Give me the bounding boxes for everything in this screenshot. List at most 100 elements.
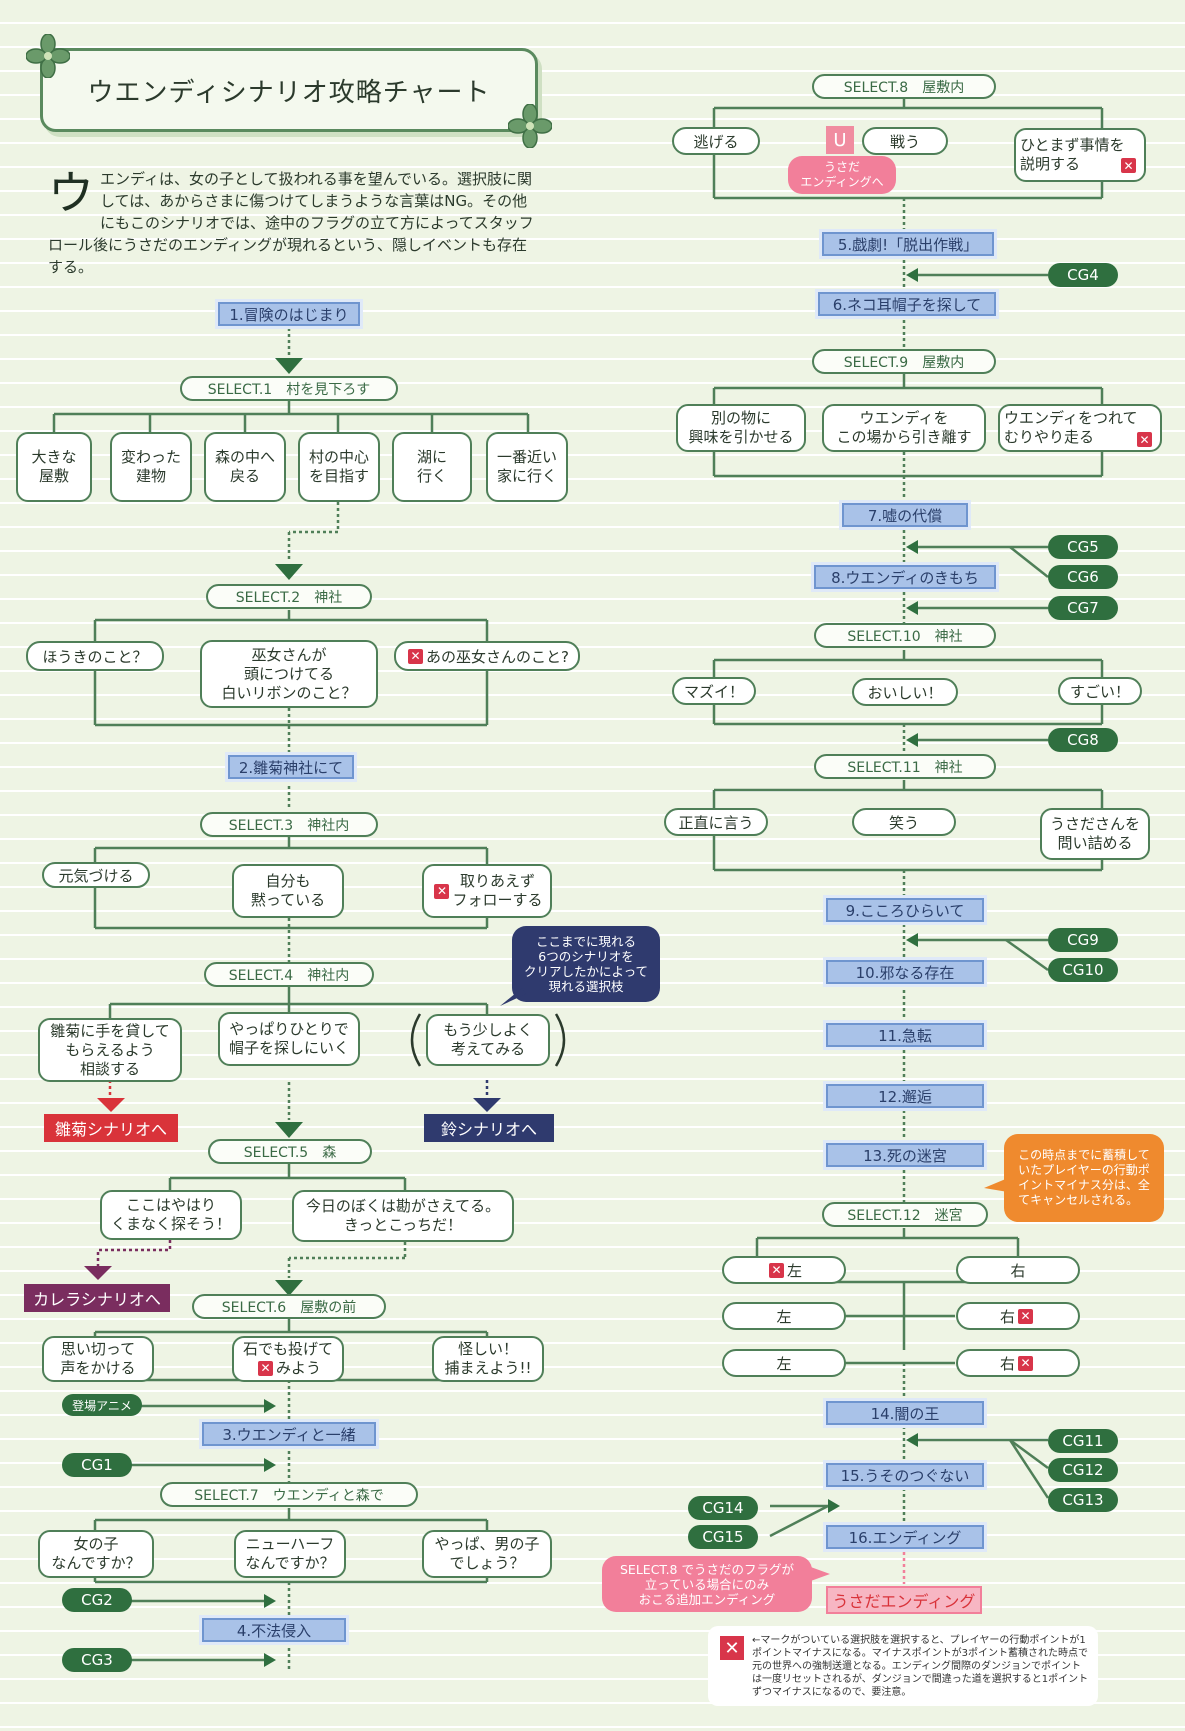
sel11-option-2[interactable]: 笑う (852, 808, 956, 836)
sel9-option-2[interactable]: ウエンディを この場から引き離す (822, 404, 986, 452)
usada-flag-note: SELECT.8 でうさだのフラグが 立っている場合にのみ おこる追加エンディン… (602, 1556, 812, 1612)
sel7-option-2[interactable]: ニューハーフ なんですか？ (234, 1530, 346, 1578)
chapter-16: 16.エンディング (823, 1522, 987, 1552)
sel1-option-2[interactable]: 変わった 建物 (110, 432, 192, 502)
chart-title: ウエンディシナリオ攻略チャート (40, 48, 538, 132)
intro-body: エンディは、女の子として扱われる事を望んでいる。選択肢に関しては、あからさまに傷… (48, 170, 534, 276)
maze-right-2-label: 右 (999, 1307, 1015, 1326)
sel6-option-3[interactable]: 怪しい！ 捕まえよう!! (432, 1336, 544, 1382)
leaf-icon (26, 34, 70, 78)
sel9-option-1[interactable]: 別の物に 興味を引かせる (676, 404, 806, 452)
x-mark-icon: ✕ (720, 1636, 744, 1660)
chapter-10: 10.邪なる存在 (823, 957, 987, 987)
chapter-11: 11.急転 (823, 1020, 987, 1050)
cg6-badge: CG6 (1048, 565, 1118, 589)
chapter-12: 12.邂逅 (823, 1081, 987, 1111)
select-7: SELECT.7 ウエンディと森で (160, 1482, 418, 1507)
sel10-option-3[interactable]: すごい！ (1058, 677, 1142, 705)
intro-text: ウエンディは、女の子として扱われる事を望んでいる。選択肢に関しては、あからさまに… (48, 168, 540, 278)
usada-ending: うさだエンディング (826, 1586, 982, 1614)
chapter-6: 6.ネコ耳帽子を探して (815, 289, 999, 319)
cg12-badge: CG12 (1048, 1458, 1118, 1482)
sel8-option-3-label: ひとまず事情を 説明する (1020, 136, 1125, 173)
select-10: SELECT.10 神社 (814, 623, 996, 648)
chapter-7: 7.嘘の代償 (839, 500, 971, 530)
select-9: SELECT.9 屋敷内 (812, 349, 996, 374)
x-mark-icon: ✕ (408, 648, 424, 664)
maze-right-3[interactable]: 右✕ (956, 1349, 1080, 1377)
sel4-option-1[interactable]: 雛菊に手を貸して もらえるよう 相談する (38, 1018, 182, 1082)
x-mark-icon: ✕ (434, 883, 450, 899)
x-mark-icon: ✕ (1121, 158, 1136, 173)
sel4-option-2[interactable]: やっぱりひとりで 帽子を探しにいく (218, 1012, 360, 1066)
cg5-badge: CG5 (1048, 535, 1118, 559)
sel1-option-6[interactable]: 一番近い 家に行く (486, 432, 568, 502)
x-mark-icon: ✕ (1018, 1355, 1033, 1371)
maze-right-2[interactable]: 右✕ (956, 1302, 1080, 1330)
title-text: ウエンディシナリオ攻略チャート (87, 77, 491, 108)
maze-right-1[interactable]: 右 (956, 1256, 1080, 1284)
sel6-option-1[interactable]: 思い切って 声をかける (42, 1336, 154, 1382)
cg13-badge: CG13 (1048, 1488, 1118, 1512)
sel1-option-1[interactable]: 大きな 屋敷 (16, 432, 92, 502)
karera-scenario-dest: カレラシナリオへ (24, 1284, 170, 1312)
select-8: SELECT.8 屋敷内 (812, 74, 996, 99)
sel1-option-4[interactable]: 村の中心 を目指す (298, 432, 380, 502)
sel7-option-3[interactable]: やっぱ、男の子 でしょう？ (422, 1530, 552, 1578)
sel2-option-2[interactable]: 巫女さんが 頭につけてる 白いリボンのこと？ (200, 640, 378, 708)
sel6-option-2[interactable]: 怪しい！ 捕まえよう!!石でも投げて✕みよう (232, 1336, 344, 1382)
sel11-option-1[interactable]: 正直に言う (664, 808, 768, 836)
sel3-option-3[interactable]: ✕取りあえず フォローする (422, 864, 552, 918)
cg15-badge: CG15 (688, 1525, 758, 1549)
anime-badge: 登場アニメ (62, 1394, 142, 1416)
maze-left-1[interactable]: ✕左 (722, 1256, 846, 1284)
cg4-badge: CG4 (1048, 263, 1118, 287)
sel5-option-2[interactable]: 今日のぼくは勘がさえてる。 きっとこっちだ！ (292, 1190, 514, 1242)
usada-ending-note: うさだ エンディングへ (788, 156, 896, 194)
maze-left-3[interactable]: 左 (722, 1349, 846, 1377)
sel3-option-1[interactable]: 元気づける (42, 862, 150, 888)
sel9-option-3[interactable]: ウエンディをつれて むりやり走る (998, 404, 1162, 452)
cg10-badge: CG10 (1048, 958, 1118, 982)
x-mark-icon: ✕ (257, 1361, 273, 1376)
sel5-option-1[interactable]: ここはやはり くまなく探そう！ (100, 1190, 242, 1240)
sel11-option-3[interactable]: うさださんを 問い詰める (1040, 808, 1150, 860)
sel1-option-5[interactable]: 湖に 行く (392, 432, 472, 502)
sel8-option-1[interactable]: 逃げる (672, 127, 760, 155)
maze-right-3-label: 右 (999, 1354, 1015, 1373)
maze-note: この時点までに蓄積して いたプレイヤーの行動ポ イントマイナス分は、全 てキャン… (1004, 1134, 1164, 1222)
x-mark-icon: ✕ (1137, 432, 1152, 447)
sel7-option-1[interactable]: 女の子 なんですか？ (38, 1530, 154, 1578)
cg7-badge: CG7 (1048, 596, 1118, 620)
sel2-option-3[interactable]: ✕あの巫女さんのこと? (394, 641, 580, 671)
sel4-option-3[interactable]: もう少しよく 考えてみる (426, 1014, 550, 1066)
select-6: SELECT.6 屋敷の前 (192, 1294, 386, 1319)
sel3-option-3-label: 取りあえず フォローする (452, 872, 543, 909)
chapter-1: 1.冒険のはじまり (215, 299, 363, 329)
sel8-option-2[interactable]: 戦う (862, 127, 948, 155)
chapter-9: 9.こころひらいて (823, 895, 987, 925)
sel2-option-1[interactable]: ほうきのこと？ (26, 641, 164, 671)
chapter-3: 3.ウエンディと一緒 (199, 1419, 379, 1449)
sel10-option-1[interactable]: マズイ！ (672, 677, 756, 705)
sel1-option-3[interactable]: 森の中へ 戻る (204, 432, 286, 502)
cg9-badge: CG9 (1048, 928, 1118, 952)
sel3-option-2[interactable]: 自分も 黙っている (232, 864, 344, 918)
sel8-option-3[interactable]: ひとまず事情を 説明する (1014, 128, 1146, 182)
maze-left-1-label: 左 (786, 1261, 802, 1280)
cg1-badge: CG1 (62, 1453, 132, 1477)
select-3: SELECT.3 神社内 (200, 812, 378, 837)
sel4-note: ここまでに現れる 6つのシナリオを クリアしたかによって 現れる選択枝 (512, 926, 660, 1002)
x-mark-icon: ✕ (1018, 1308, 1033, 1324)
select-1: SELECT.1 村を見下ろす (180, 376, 398, 401)
cg2-badge: CG2 (62, 1588, 132, 1612)
leaf-icon (508, 104, 552, 148)
chapter-13: 13.死の迷宮 (823, 1140, 987, 1170)
sel6-option-2-line2: みよう (275, 1359, 321, 1377)
usada-flag-icon: U (826, 126, 854, 154)
note-tail (808, 1566, 830, 1582)
sel10-option-2[interactable]: おいしい！ (852, 678, 958, 706)
select-2: SELECT.2 神社 (206, 584, 372, 609)
maze-left-2[interactable]: 左 (722, 1302, 846, 1330)
sel6-option-2-text: 石でも投げて✕みよう (243, 1340, 333, 1378)
